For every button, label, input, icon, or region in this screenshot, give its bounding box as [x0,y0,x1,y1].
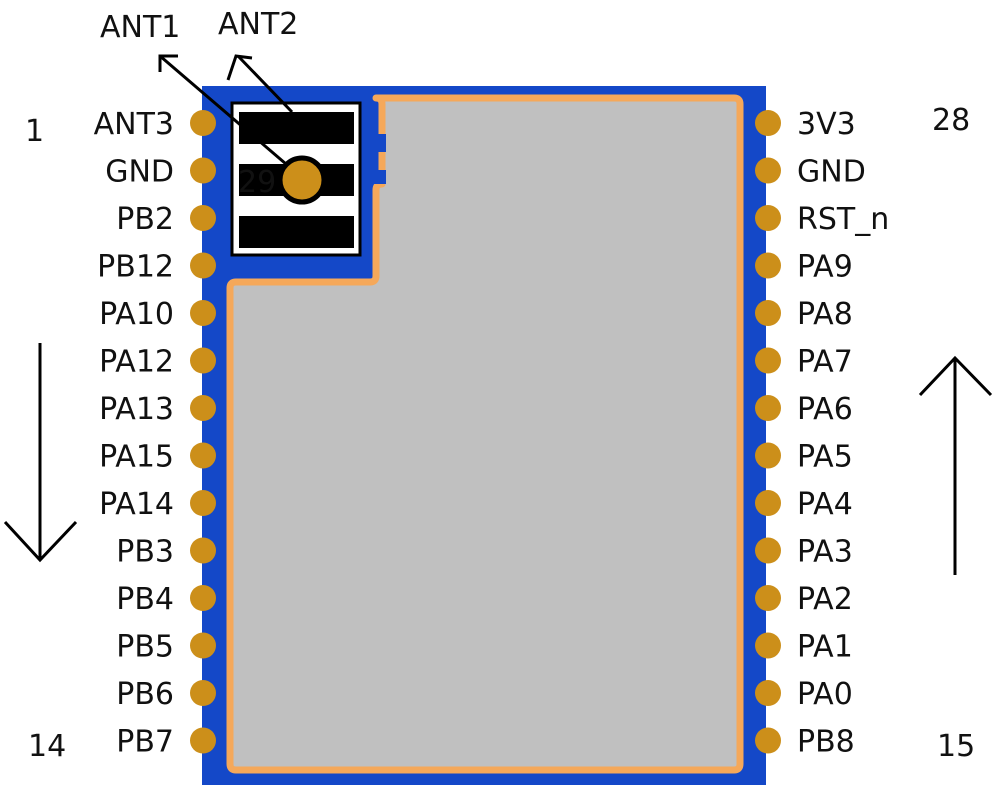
pad-29 [277,155,327,205]
up-arrow-icon [918,355,993,575]
left-pin-pad-12 [190,632,216,659]
right-pin-label-7: PA6 [797,392,853,427]
left-pin-pad-1 [190,110,216,136]
left-pin-label-13: PB6 [116,677,174,712]
right-pin-label-9: PA4 [797,487,853,522]
ant1-leader [158,54,287,166]
left-pin-pad-6 [190,347,216,374]
left-pin-label-8: PA15 [99,440,174,475]
right-pin-pad-12 [755,632,781,659]
right-pin-pad-11 [755,585,781,611]
right-pin-pad-1 [755,110,781,136]
left-pin-label-6: PA12 [99,345,174,380]
right-pin-label-13: PA0 [797,677,853,712]
right-pin-label-12: PA1 [797,630,853,665]
ant1-label: ANT1 [100,10,180,45]
right-pin-label-5: PA8 [797,297,853,332]
right-pin-label-2: GND [797,155,866,190]
pin-number-1: 1 [25,114,44,149]
left-pin-label-5: PA10 [99,297,174,332]
pin-number-28: 28 [932,103,970,138]
left-pin-label-14: PB7 [116,725,174,760]
left-pin-pad-8 [190,442,216,469]
left-pin-pad-3 [190,205,216,231]
left-pin-pad-2 [190,157,216,184]
left-pin-pad-13 [190,680,216,706]
right-pin-label-8: PA5 [797,440,853,475]
left-pin-label-9: PA14 [99,487,174,522]
right-pin-pad-3 [755,205,781,231]
right-pin-pad-6 [755,347,781,374]
left-pin-pad-10 [190,537,216,564]
right-pin-pad-7 [755,395,781,421]
ant2-leader [226,54,294,114]
right-pin-pad-9 [755,490,781,516]
right-pin-label-1: 3V3 [797,107,856,142]
right-pin-label-4: PA9 [797,250,853,285]
left-pin-pad-11 [190,585,216,611]
right-pin-label-6: PA7 [797,345,853,380]
left-pin-label-10: PB3 [116,535,174,570]
left-pin-label-7: PA13 [99,392,174,427]
left-pin-label-4: PB12 [97,250,174,285]
right-pin-pad-2 [755,157,781,184]
left-pin-pad-5 [190,300,216,326]
left-pin-pad-14 [190,727,216,754]
left-pin-label-2: GND [105,155,174,190]
left-pin-pad-9 [190,490,216,516]
pad29-label: 29 [238,165,276,200]
right-pin-pad-13 [755,680,781,706]
pin-number-15: 15 [937,729,975,764]
right-pin-label-10: PA3 [797,535,853,570]
down-arrow-icon [3,343,78,563]
right-pin-pad-10 [755,537,781,564]
left-pin-label-3: PB2 [116,202,174,237]
right-pin-pad-8 [755,442,781,469]
left-pin-pad-4 [190,252,216,279]
left-pin-label-1: ANT3 [94,107,174,142]
ant2-label: ANT2 [218,7,298,42]
right-pin-label-14: PB8 [797,725,855,760]
right-pin-label-3: RST_n [797,202,889,237]
right-pin-pad-5 [755,300,781,326]
left-pin-label-11: PB4 [116,582,174,617]
right-pin-pad-14 [755,727,781,754]
pin-number-14: 14 [28,729,66,764]
shield-gap-top [372,134,386,152]
antenna-bar-3 [239,216,354,248]
left-pin-label-12: PB5 [116,630,174,665]
right-pin-pad-4 [755,252,781,279]
right-pin-label-11: PA2 [797,582,853,617]
shield-gap-mid [372,170,386,184]
left-pin-pad-7 [190,395,216,421]
